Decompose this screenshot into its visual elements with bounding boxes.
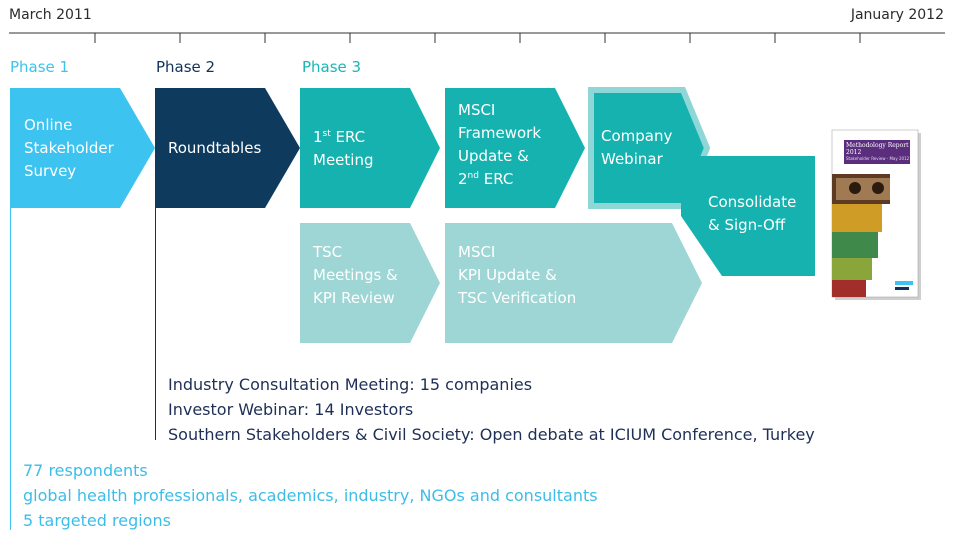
tsc-line: TSC xyxy=(313,243,343,261)
framework-line: Update & xyxy=(458,147,529,165)
phase2-note: Investor Webinar: 14 Investors xyxy=(168,400,414,419)
consolidate-box: Consolidate & Sign-Off xyxy=(708,191,796,237)
phase1-note: 5 targeted regions xyxy=(23,511,171,530)
tsc-line: Meetings & xyxy=(313,266,398,284)
erc1-shape xyxy=(300,88,440,208)
roundtables-label: Roundtables xyxy=(168,139,262,157)
survey-line: Stakeholder xyxy=(24,139,114,157)
phase2-note: Southern Stakeholders & Civil Society: O… xyxy=(168,425,815,444)
survey-box: Online Stakeholder Survey xyxy=(24,114,114,183)
phase1-label: Phase 1 xyxy=(10,58,70,76)
timeline-end-label: January 2012 xyxy=(850,7,944,23)
roundtables-shape xyxy=(155,88,300,208)
consolidate-shape xyxy=(681,156,815,276)
consolidate-line: Consolidate xyxy=(708,193,797,211)
webinar-line: Company xyxy=(601,127,673,145)
report-cover-subtitle: Stakeholder Review - May 2012 xyxy=(846,156,910,161)
webinar-box: Company Webinar xyxy=(601,125,672,171)
timeline-start-label: March 2011 xyxy=(9,7,92,23)
phase1-note: global health professionals, academics, … xyxy=(23,486,598,505)
phase2-notes: Industry Consultation Meeting: 15 compan… xyxy=(168,372,815,447)
erc1-line2: Meeting xyxy=(313,151,374,169)
kpi-line: TSC Verification xyxy=(458,289,577,307)
report-cover-image xyxy=(831,129,921,300)
tsc-box: TSC Meetings & KPI Review xyxy=(313,241,398,310)
framework-shape xyxy=(445,88,585,208)
framework-box: MSCI Framework Update & 2nd ERC xyxy=(458,99,541,191)
tsc-shape xyxy=(300,223,440,343)
timeline-ticks xyxy=(94,33,861,43)
framework-line: 2nd ERC xyxy=(458,170,514,188)
survey-shape xyxy=(10,88,155,208)
phase2-note: Industry Consultation Meeting: 15 compan… xyxy=(168,375,533,394)
kpi-line: MSCI xyxy=(458,243,496,261)
kpi-box: MSCI KPI Update & TSC Verification xyxy=(458,241,576,310)
kpi-line: KPI Update & xyxy=(458,266,557,284)
phase3-label: Phase 3 xyxy=(302,58,362,76)
tsc-line: KPI Review xyxy=(313,289,395,307)
phase2-label: Phase 2 xyxy=(156,58,216,76)
kpi-shape xyxy=(445,223,702,343)
survey-line: Survey xyxy=(24,162,77,180)
framework-line: Framework xyxy=(458,124,542,142)
roundtables-box: Roundtables xyxy=(168,137,261,160)
report-cover-title: Methodology Report 2012 xyxy=(846,142,909,156)
webinar-line: Webinar xyxy=(601,150,663,168)
erc1-line1: 1st ERC xyxy=(313,128,366,146)
framework-line: MSCI xyxy=(458,101,496,119)
consolidate-line: & Sign-Off xyxy=(708,216,786,234)
erc1-box: 1st ERC Meeting xyxy=(313,126,373,172)
phase1-notes: 77 respondents global health professiona… xyxy=(23,458,598,533)
phase1-note: 77 respondents xyxy=(23,461,148,480)
survey-line: Online xyxy=(24,116,73,134)
